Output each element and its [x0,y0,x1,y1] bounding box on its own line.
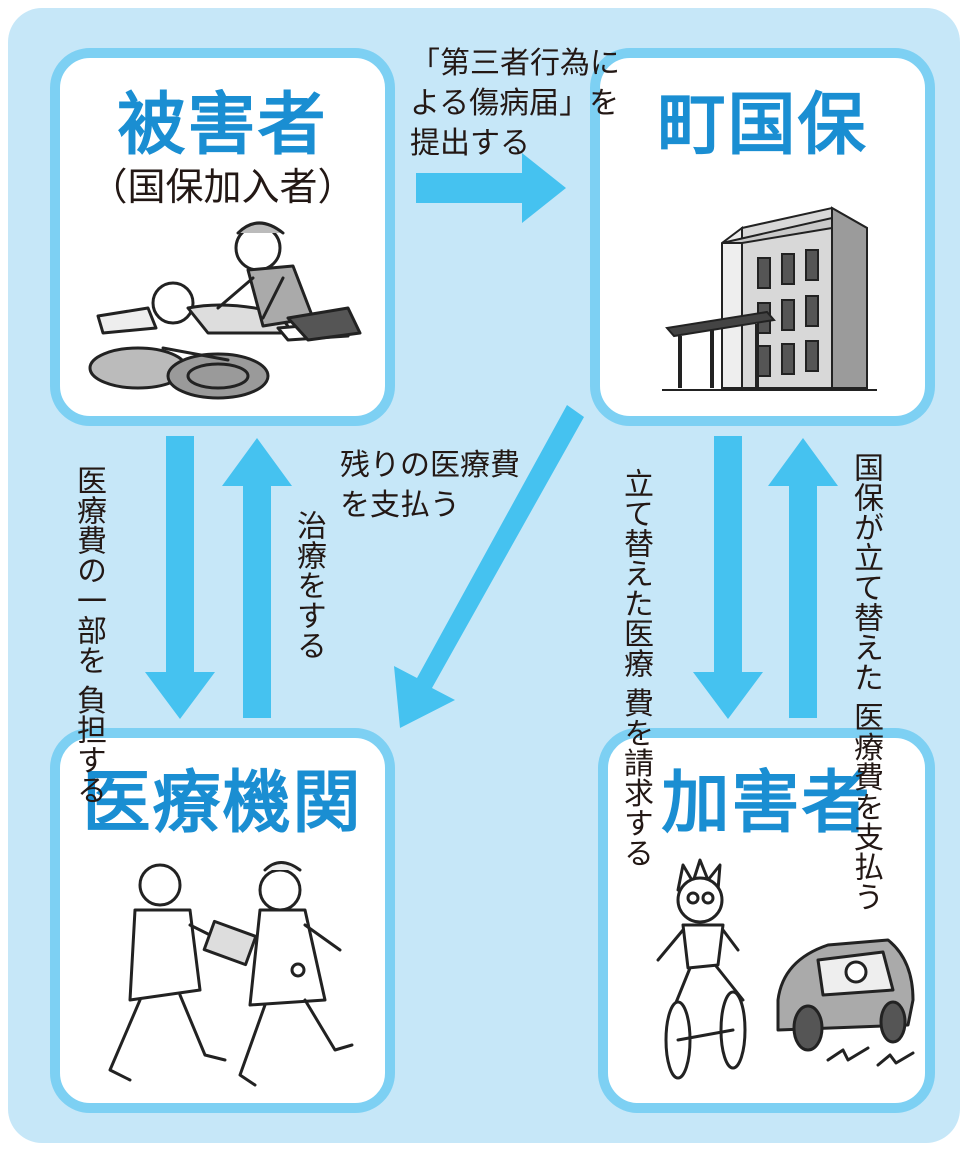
label-pay-remaining-line-2: を支払う [340,488,460,523]
label-treatment-line-1: 治療をする [291,510,326,660]
label-partial-payment: 医療費の一部を 負担する [68,465,108,805]
label-partial-payment-line-2: 負担する [71,684,106,805]
arrow-pay-remaining [394,405,584,728]
label-submit-form-line-2: よる傷病届」を [410,86,620,121]
label-reimburse: 国保が立て替えた 医療費を支払う [845,452,885,912]
arrow-submit-form [416,153,566,223]
label-request-reimbursement: 立て替えた医療 費を請求する [615,468,655,868]
perpetrator-title: 加害者 [661,764,872,843]
arrow-treatment [222,438,292,718]
node-town-insurance: 町国保 [590,48,935,426]
label-reimburse-line-1: 国保が立て替えた [848,452,883,692]
arrow-request-reimbursement [693,436,763,719]
label-request-reimbursement-line-1: 立て替えた医療 [618,468,653,678]
label-submit-form-line-1: 「第三者行為に [410,46,620,81]
town-office-building-illustration [662,206,877,391]
arrow-partial-payment [145,436,215,719]
label-reimburse-line-2: 医療費を支払う [848,701,883,912]
traffic-accident-victim-illustration [88,221,362,400]
label-request-reimbursement-line-2: 費を請求する [618,687,653,868]
label-pay-remaining: 残りの医療費 を支払う [340,446,520,526]
label-submit-form: 「第三者行為に よる傷病届」を 提出する [410,44,620,164]
victim-title: 被害者 [117,86,328,165]
node-victim: 被害者 （国保加入者） [50,48,395,426]
town-insurance-title: 町国保 [657,86,868,165]
node-perpetrator: 加害者 [598,728,935,1113]
medical-title: 医療機関 [82,764,363,843]
node-medical: 医療機関 [50,728,395,1113]
label-pay-remaining-line-1: 残りの医療費 [340,448,520,483]
label-partial-payment-line-1: 医療費の一部を [71,465,106,675]
label-submit-form-line-3: 提出する [410,126,530,161]
victim-subtitle: （国保加入者） [89,165,356,209]
label-treatment: 治療をする [288,510,328,660]
boy-on-bicycle-and-car-illustration [656,858,915,1080]
arrow-reimburse [768,438,838,718]
doctor-and-nurse-running-illustration [108,861,354,1087]
